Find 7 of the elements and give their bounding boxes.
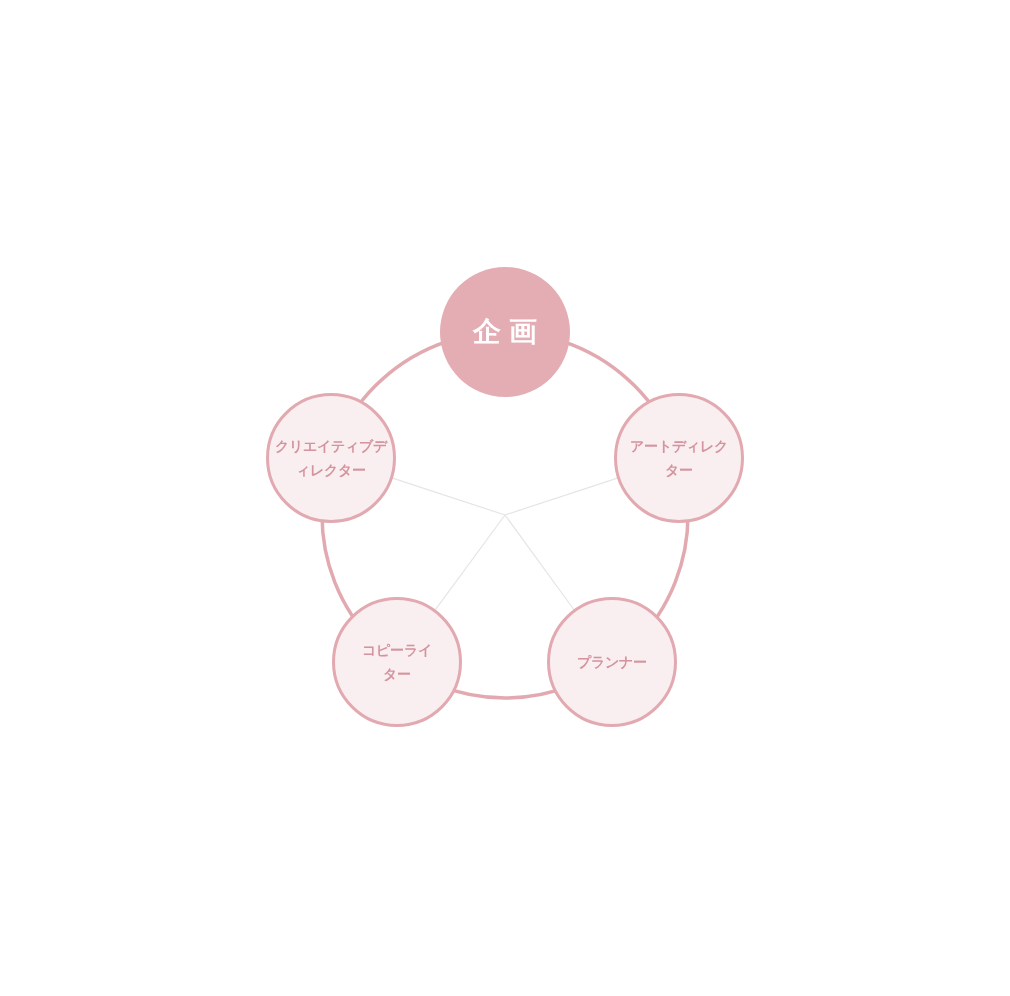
- role-label: プランナー: [576, 653, 648, 672]
- connector-line: [434, 514, 506, 611]
- role-label: コピーライター: [361, 641, 433, 684]
- role-label: アートディレクター: [629, 437, 729, 480]
- title-text: 企画: [472, 318, 545, 346]
- connector-line: [504, 514, 575, 611]
- role-label: クリエイティブディレクター: [275, 437, 387, 480]
